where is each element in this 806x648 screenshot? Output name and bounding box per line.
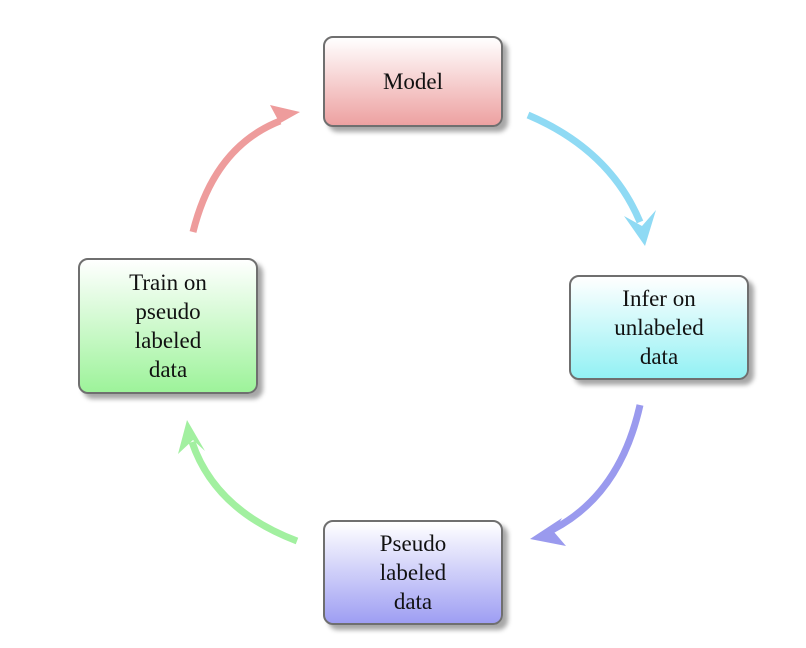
node-infer-on-unlabeled-data: Infer on unlabeled data bbox=[569, 275, 749, 380]
arrow-model-to-infer bbox=[526, 111, 656, 246]
node-pseudo-labeled-data: Pseudo labeled data bbox=[323, 520, 503, 625]
node-train-label: Train on pseudo labeled data bbox=[129, 270, 207, 382]
arrow-pseudo-to-train bbox=[178, 420, 299, 545]
arrow-infer-to-pseudo bbox=[530, 404, 644, 546]
node-train-on-pseudo-labeled-data: Train on pseudo labeled data bbox=[78, 258, 258, 394]
node-model: Model bbox=[323, 36, 503, 127]
node-infer-label: Infer on unlabeled data bbox=[614, 286, 704, 369]
node-pseudo-label: Pseudo labeled data bbox=[379, 531, 447, 614]
node-model-label: Model bbox=[382, 69, 444, 94]
arrow-train-to-model bbox=[189, 105, 300, 233]
